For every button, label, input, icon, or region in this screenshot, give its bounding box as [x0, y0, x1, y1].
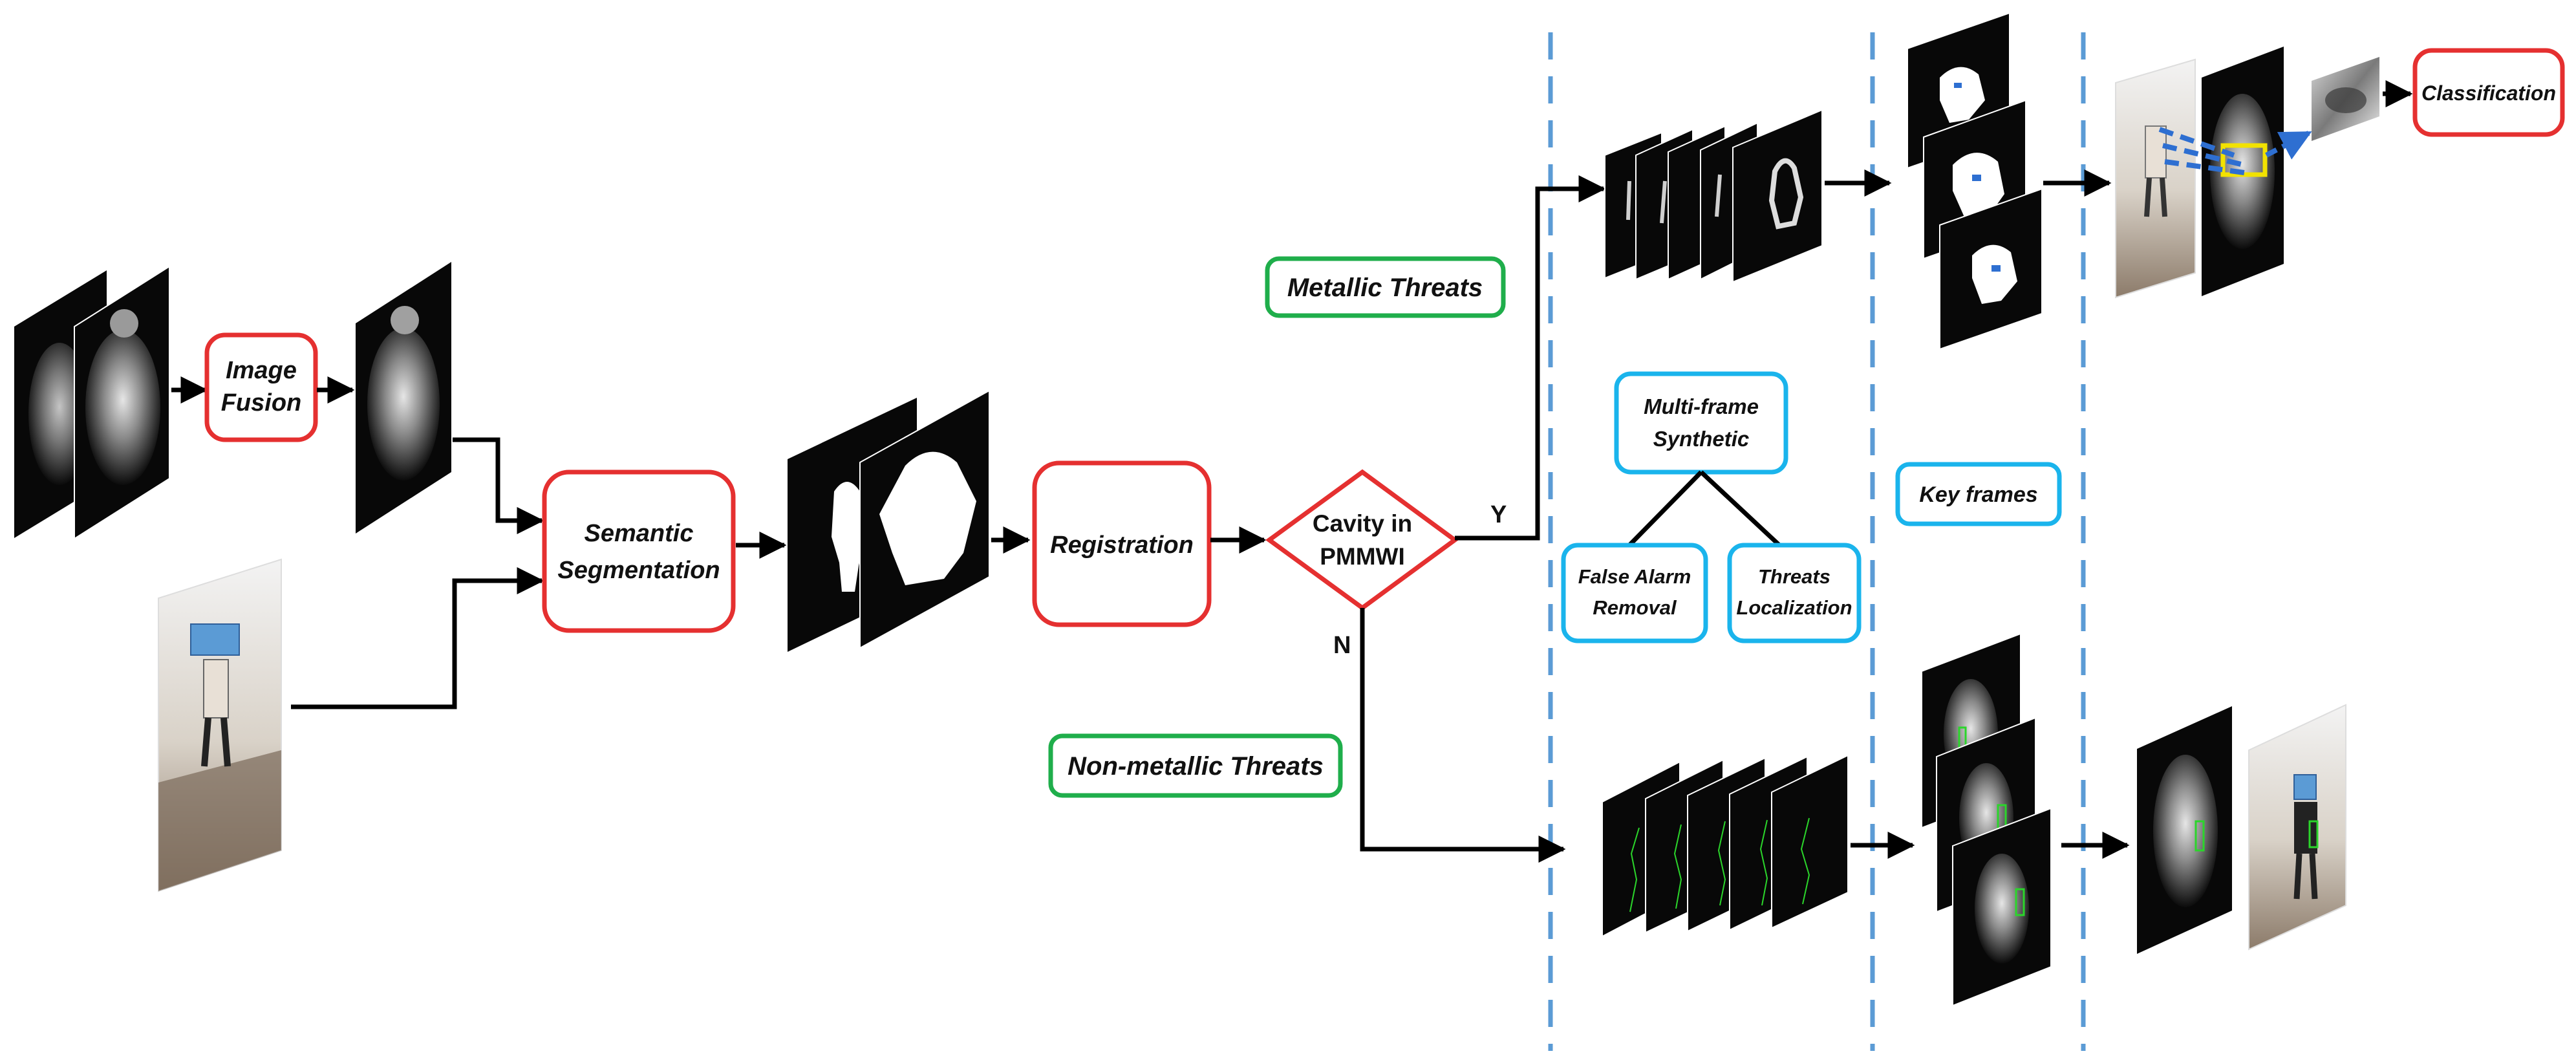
cavity-line-2: PMMWI: [1320, 543, 1405, 570]
key-frames-tag: Key frames: [1895, 462, 2062, 526]
arrow-yes-branch: [1455, 175, 1606, 541]
metallic-threats-label: Metallic Threats: [1287, 274, 1483, 302]
detection-box-icon: [2220, 143, 2268, 177]
arrow-photo-to-segmentation: [291, 567, 544, 709]
visible-image-icon: [2248, 704, 2346, 951]
segmentation-mask-icon: [788, 389, 990, 652]
threats-localization-node: Threats Localization: [1727, 543, 1862, 643]
frame-sequence-icon: [1604, 109, 1823, 283]
registration-node: Registration: [1032, 460, 1212, 627]
classification-node: Classification: [2412, 48, 2565, 137]
frame-sequence-icon: [1602, 754, 1849, 938]
false-alarm-line-1: False Alarm: [1578, 565, 1691, 588]
multi-frame-line-1: Multi-frame: [1644, 394, 1759, 418]
semantic-segmentation-line-1: Semantic: [585, 520, 694, 547]
connector-right: [1699, 470, 1781, 547]
registration-label: Registration: [1050, 532, 1194, 559]
image-fusion-line-2: Fusion: [221, 389, 302, 416]
key-frames-label: Key frames: [1919, 482, 2037, 507]
arrow-no-branch: [1360, 608, 1566, 863]
threats-localization-line-2: Localization: [1736, 596, 1852, 619]
threats-localization-line-1: Threats: [1758, 565, 1830, 588]
branch-no-label: N: [1333, 632, 1351, 659]
cavity-line-1: Cavity in: [1313, 510, 1412, 537]
cavity-decision-node: Cavity in PMMWI: [1265, 469, 1459, 611]
image-fusion-node: Image Fusion: [204, 332, 318, 442]
arrow-fused-to-segmentation: [453, 437, 544, 534]
key-frame-icon: [1921, 632, 2052, 1007]
multi-frame-synthetic-node: Multi-frame Synthetic: [1614, 371, 1788, 475]
non-metallic-threats-tag: Non-metallic Threats: [1048, 733, 1343, 798]
threat-patch-icon: [2312, 57, 2379, 141]
connector-left: [1627, 470, 1703, 547]
image-fusion-line-1: Image: [226, 357, 297, 384]
face-mask-icon: [2293, 774, 2317, 800]
branch-yes-label: Y: [1490, 501, 1507, 528]
semantic-segmentation-line-2: Segmentation: [557, 557, 720, 584]
non-metallic-threats-label: Non-metallic Threats: [1068, 752, 1324, 781]
pmmw-image-icon: [2137, 706, 2232, 954]
multi-frame-line-2: Synthetic: [1653, 427, 1750, 451]
pmmw-image-icon: [356, 262, 451, 534]
dashed-correspondence-icon: [2158, 127, 2312, 176]
pmmw-image-icon: [14, 265, 170, 540]
visible-image-icon: [158, 558, 282, 892]
false-alarm-removal-node: False Alarm Removal: [1561, 543, 1708, 643]
semantic-segmentation-node: Semantic Segmentation: [542, 470, 736, 633]
metallic-threats-tag: Metallic Threats: [1265, 256, 1506, 318]
key-frame-icon: [1907, 12, 2043, 351]
visible-image-icon: [2115, 58, 2196, 299]
face-mask-icon: [190, 623, 240, 656]
classification-label: Classification: [2421, 81, 2556, 105]
false-alarm-line-2: Removal: [1593, 596, 1677, 619]
